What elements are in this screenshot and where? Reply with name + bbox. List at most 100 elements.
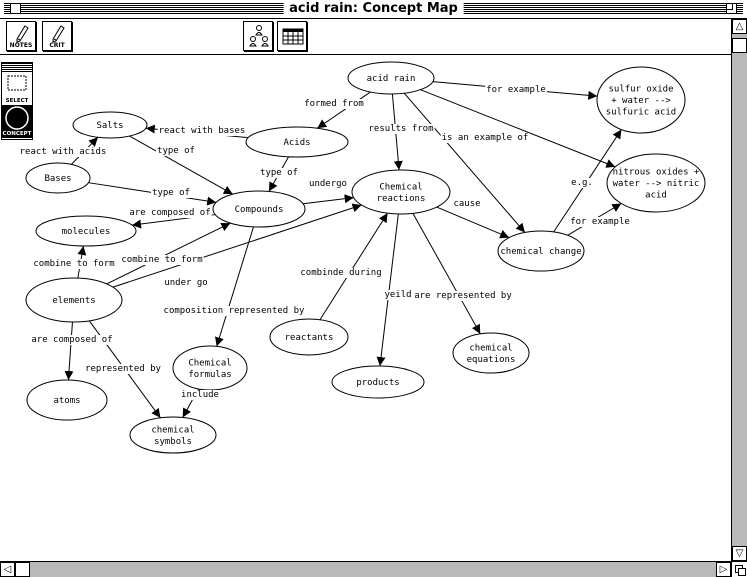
notes-button[interactable]: NOTES [6,21,36,51]
concept-oval[interactable] [269,318,349,356]
concept-node-compounds[interactable]: Compounds [212,190,306,228]
link-label-l6[interactable]: e.g. [571,178,593,188]
link-label-background [32,259,116,269]
hierarchy-view-button[interactable] [243,21,273,51]
horizontal-scrollbar[interactable]: ◁ ▷ [0,561,731,577]
link-label-l3[interactable]: formed from [304,99,364,109]
concept-node-products[interactable]: products [331,365,425,399]
link-label-l4[interactable]: results from [368,124,433,134]
concept-oval[interactable] [72,111,148,139]
link-arrow-l23[interactable] [64,321,74,381]
horizontal-scroll-thumb[interactable] [15,562,30,577]
link-label-l8[interactable]: react with bases [159,126,246,136]
link-label-l5[interactable]: is an example of [442,133,529,143]
link-arrow-l22[interactable] [412,213,481,335]
select-tool[interactable]: SELECT [2,72,32,105]
concept-node-molecules[interactable]: molecules [35,215,137,247]
link-arrow-l17[interactable] [106,222,231,285]
concept-node-acid-rain[interactable]: acid rain [347,61,435,95]
link-label-l1[interactable]: for example [486,85,546,95]
link-arrow-l13[interactable] [302,194,354,205]
palette-title-bar[interactable] [2,63,32,72]
link-label-background [18,147,108,157]
link-arrow-l10[interactable] [129,135,234,195]
link-label-l25[interactable]: include [181,390,219,400]
table-view-button[interactable] [277,21,307,51]
link-label-l22[interactable]: are represented by [414,291,512,301]
concept-label: Compounds [235,205,284,215]
link-label-l13[interactable]: undergo [309,179,347,189]
concept-node-reactants[interactable]: reactants [269,318,349,356]
link-label-background [303,99,365,109]
link-label-background [259,168,299,178]
concept-tool[interactable]: CONCEPT [2,105,32,138]
link-label-l17[interactable]: combine to form [121,255,202,265]
link-label-l19[interactable]: composition represented by [164,306,305,316]
link-label-l10[interactable]: type of [157,146,195,156]
crit-button[interactable]: CRIT [42,21,72,51]
vertical-scrollbar[interactable]: △ ▽ [731,19,747,561]
concept-oval[interactable] [351,169,451,215]
close-box[interactable] [10,3,21,14]
zoom-box[interactable] [726,3,737,14]
resize-grow-box[interactable] [731,561,747,577]
link-label-l21[interactable]: yeild [384,290,411,300]
scroll-down-arrow-icon[interactable]: ▽ [732,546,747,561]
link-label-l24[interactable]: represented by [85,364,161,374]
concept-oval[interactable] [606,153,706,213]
concept-oval[interactable] [245,126,349,158]
link-arrow-l3[interactable] [316,91,371,129]
concept-label: Chemical [379,182,422,192]
link-label-l18[interactable]: under go [164,278,207,288]
concept-oval[interactable] [26,379,108,421]
scroll-up-arrow-icon[interactable]: △ [732,19,747,34]
link-label-l23[interactable]: are composed of [31,335,112,345]
link-arrow-l18[interactable] [112,203,362,288]
concept-node-chemical-change[interactable]: chemical change [497,230,585,272]
link-label-l15[interactable]: are composed of [129,208,210,218]
concept-oval[interactable] [452,332,530,374]
link-arrow-l14[interactable] [436,206,510,239]
link-label-l14[interactable]: cause [453,199,480,209]
concept-label: products [356,378,399,388]
concept-oval[interactable] [25,277,123,323]
concept-map-diagram[interactable]: acid rain sulfur oxide+ water -->sulfuric… [0,55,731,561]
concept-map-canvas[interactable]: acid rain sulfur oxide+ water -->sulfuric… [0,55,731,561]
people-hierarchy-icon [249,25,269,47]
concept-node-sulfur-oxide[interactable]: sulfur oxide+ water -->sulfuric acid [596,66,686,134]
link-arrow-l21[interactable] [376,213,399,367]
concept-oval[interactable] [347,61,435,95]
link-arrow-l2[interactable] [420,89,616,168]
concept-node-salts[interactable]: Salts [72,111,148,139]
link-label-l20[interactable]: combinde during [300,268,381,278]
concept-oval[interactable] [596,66,686,134]
concept-oval[interactable] [212,190,306,228]
vertical-scroll-thumb[interactable] [732,38,747,53]
link-label-l12[interactable]: type of [260,168,298,178]
scroll-left-arrow-icon[interactable]: ◁ [0,562,15,577]
scroll-right-arrow-icon[interactable]: ▷ [716,562,731,577]
link-label-l11[interactable]: type of [152,188,190,198]
link-arrow-l19[interactable] [215,226,254,347]
concept-node-bases[interactable]: Bases [25,162,91,194]
link-label-l7[interactable]: for example [570,217,630,227]
concept-node-atoms[interactable]: atoms [26,379,108,421]
link-label-l9[interactable]: react with acids [20,147,107,157]
concept-oval[interactable] [331,365,425,399]
concept-oval[interactable] [35,215,137,247]
link-label-l16[interactable]: combine to form [33,259,114,269]
title-bar[interactable]: acid rain: Concept Map [0,0,747,19]
link-arrow-l5[interactable] [403,92,526,233]
concept-node-acids[interactable]: Acids [245,126,349,158]
concept-oval[interactable] [497,230,585,272]
concept-oval[interactable] [129,416,217,454]
concept-node-elements[interactable]: elements [25,277,123,323]
concept-oval[interactable] [25,162,91,194]
link-arrow-l20[interactable] [319,212,388,320]
